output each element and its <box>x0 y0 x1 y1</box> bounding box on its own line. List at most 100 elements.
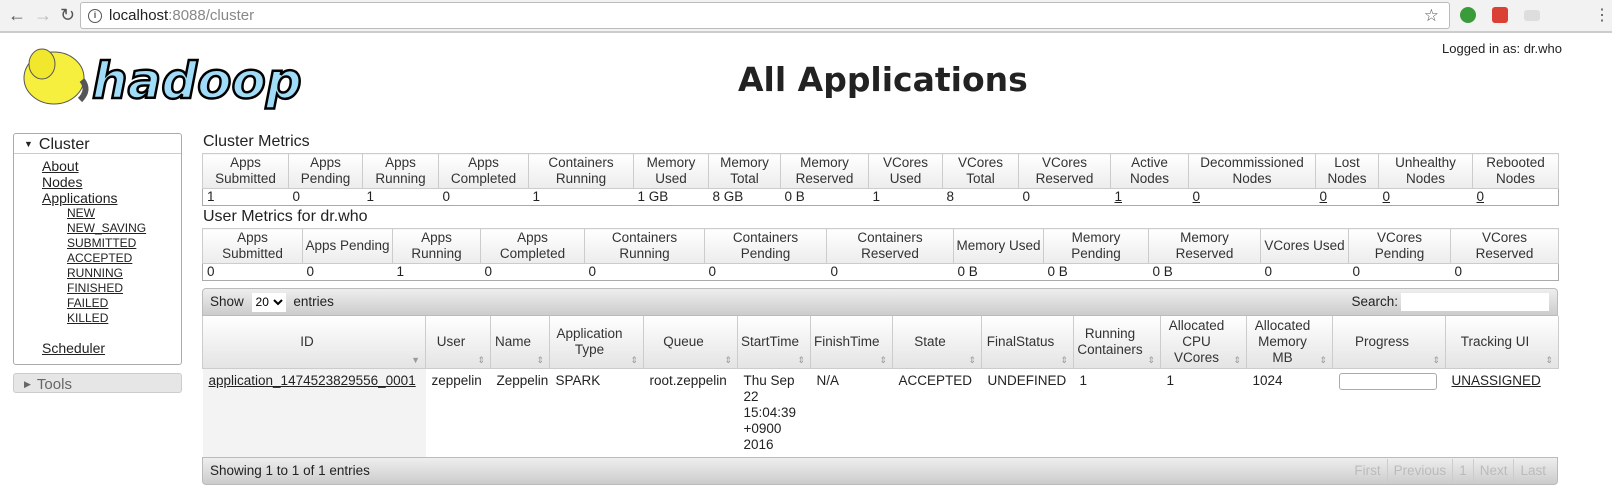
sort-icon: ⇕ <box>536 354 544 365</box>
sort-icon: ⇕ <box>1060 354 1068 365</box>
sidebar-item-scheduler[interactable]: Scheduler <box>42 340 106 356</box>
apps-completed-value: 0 <box>480 263 585 281</box>
column-starttime[interactable]: StartTime⇕ <box>737 316 811 369</box>
reload-icon[interactable]: ↻ <box>60 5 76 25</box>
cluster-header[interactable]: ▼Cluster <box>14 134 181 154</box>
containers-running-value: 0 <box>584 263 705 281</box>
sidebar-item-killed[interactable]: KILLED <box>67 311 109 325</box>
column-progress[interactable]: Progress⇕ <box>1332 316 1446 369</box>
pager-previous[interactable]: Previous <box>1386 458 1453 483</box>
vcores-used-value: 1 <box>868 188 943 206</box>
memory-used-header: Memory Used <box>953 228 1044 264</box>
sidebar-item-finished[interactable]: FINISHED <box>67 281 124 295</box>
page-size-select[interactable]: 20 <box>251 292 286 312</box>
vcores-reserved-value: 0 <box>1018 188 1111 206</box>
column-allocated-memory-mb[interactable]: Allocated Memory MB⇕ <box>1246 316 1333 369</box>
sort-icon: ⇕ <box>1432 354 1440 365</box>
menu-icon[interactable]: ⋮ <box>1594 7 1610 24</box>
sort-icon: ⇕ <box>1233 354 1241 365</box>
active-nodes-link[interactable]: 1 <box>1114 189 1123 204</box>
forward-icon[interactable]: → <box>34 5 52 25</box>
apps-submitted-value: 0 <box>202 263 303 281</box>
memory-total-value: 8 GB <box>708 188 781 206</box>
sidebar-item-running[interactable]: RUNNING <box>67 266 123 280</box>
logged-in-user: Logged in as: dr.who <box>1442 41 1562 56</box>
sidebar-item-failed[interactable]: FAILED <box>67 296 109 310</box>
sidebar-item-submitted[interactable]: SUBMITTED <box>67 236 137 250</box>
cast-icon[interactable] <box>1524 10 1540 21</box>
apps-completed-value: 0 <box>438 188 529 206</box>
sort-desc-icon: ▼ <box>411 354 420 365</box>
tools-header[interactable]: ▶Tools <box>13 373 182 393</box>
sidebar-item-new-saving[interactable]: NEW_SAVING <box>67 221 147 235</box>
info-icon[interactable]: i <box>88 9 102 23</box>
application-id-link[interactable]: application_1474523829556_0001 <box>208 372 416 388</box>
containers-pending-header: Containers Pending <box>704 228 827 264</box>
column-finalstatus[interactable]: FinalStatus⇕ <box>981 316 1074 369</box>
memory-reserved-value: 0 B <box>780 188 869 206</box>
column-allocated-cpu-vcores[interactable]: Allocated CPU VCores⇕ <box>1160 316 1247 369</box>
rebooted-nodes-link[interactable]: 0 <box>1476 189 1485 204</box>
star-icon[interactable]: ☆ <box>1423 6 1439 25</box>
sidebar-item-nodes[interactable]: Nodes <box>42 174 83 190</box>
column-id[interactable]: ID▼ <box>202 316 426 369</box>
search-input[interactable] <box>1401 293 1549 312</box>
apps-pending-value: 0 <box>302 263 393 281</box>
memory-used-value: 0 B <box>953 263 1044 281</box>
sidebar-item-applications[interactable]: Applications <box>42 190 118 206</box>
column-running-containers[interactable]: Running Containers⇕ <box>1073 316 1161 369</box>
caret-right-icon: ▶ <box>24 379 31 389</box>
hadoop-logo: hadoop <box>23 48 303 110</box>
back-icon[interactable]: ← <box>8 5 26 25</box>
tracking-ui-link[interactable]: UNASSIGNED <box>1451 372 1541 388</box>
pager-1[interactable]: 1 <box>1452 458 1473 483</box>
sort-icon: ⇕ <box>968 354 976 365</box>
memory-used-header: Memory Used <box>633 153 709 189</box>
apps-running-value: 1 <box>392 263 481 281</box>
lost-nodes-header: Lost Nodes <box>1315 153 1379 189</box>
sort-icon: ⇕ <box>477 354 485 365</box>
hangouts-icon[interactable] <box>1460 7 1476 23</box>
containers-pending-value: 0 <box>704 263 827 281</box>
column-name[interactable]: Name⇕ <box>490 316 550 369</box>
apps-submitted-header: Apps Submitted <box>202 228 303 264</box>
sidebar-item-new[interactable]: NEW <box>67 206 95 220</box>
user-metrics-title: User Metrics for dr.who <box>203 208 368 225</box>
table-footer: Showing 1 to 1 of 1 entries First Previou… <box>202 456 1558 485</box>
sort-icon: ⇕ <box>797 354 805 365</box>
containers-reserved-header: Containers Reserved <box>826 228 954 264</box>
table-info: Showing 1 to 1 of 1 entries <box>210 462 370 478</box>
column-user[interactable]: User⇕ <box>425 316 491 369</box>
column-finishtime[interactable]: FinishTime⇕ <box>810 316 893 369</box>
column-state[interactable]: State⇕ <box>892 316 982 369</box>
column-queue[interactable]: Queue⇕ <box>643 316 738 369</box>
active-nodes-value: 1 <box>1110 188 1189 206</box>
address-bar[interactable]: i localhost:8088/cluster ☆ <box>80 2 1450 29</box>
state-cell: ACCEPTED <box>898 372 973 388</box>
decommissioned-nodes-link[interactable]: 0 <box>1192 189 1201 204</box>
memory-mb-cell: 1024 <box>1252 372 1283 388</box>
memory-total-header: Memory Total <box>708 153 781 189</box>
sort-icon: ⇕ <box>879 354 887 365</box>
lost-nodes-link[interactable]: 0 <box>1319 189 1328 204</box>
sidebar-item-accepted[interactable]: ACCEPTED <box>67 251 133 265</box>
pager-last[interactable]: Last <box>1513 458 1552 483</box>
decommissioned-nodes-header: Decommissioned Nodes <box>1188 153 1316 189</box>
unhealthy-nodes-value: 0 <box>1378 188 1473 206</box>
apps-submitted-value: 1 <box>202 188 289 206</box>
todoist-icon[interactable] <box>1492 7 1508 23</box>
memory-pending-value: 0 B <box>1043 263 1149 281</box>
unhealthy-nodes-link[interactable]: 0 <box>1382 189 1391 204</box>
pager-next[interactable]: Next <box>1472 458 1514 483</box>
active-nodes-header: Active Nodes <box>1110 153 1189 189</box>
column-application-type[interactable]: Application Type⇕ <box>549 316 644 369</box>
containers-reserved-value: 0 <box>826 263 954 281</box>
rebooted-nodes-header: Rebooted Nodes <box>1472 153 1559 189</box>
column-tracking-ui[interactable]: Tracking UI⇕ <box>1445 316 1559 369</box>
pager-first[interactable]: First <box>1354 462 1381 478</box>
user-cell: zeppelin <box>431 372 482 388</box>
sidebar-item-about[interactable]: About <box>42 158 79 174</box>
